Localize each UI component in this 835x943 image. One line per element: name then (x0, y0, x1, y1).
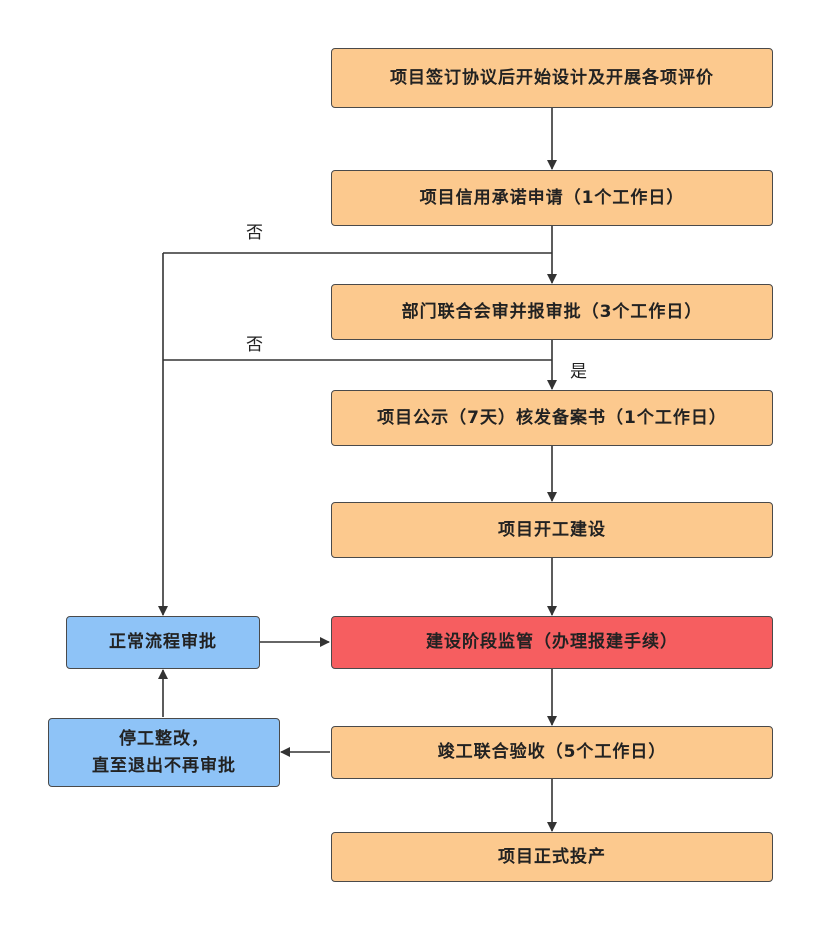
edge-label-no-2: 否 (246, 335, 263, 355)
edge-label-no-1: 否 (246, 223, 263, 243)
step-design-and-evaluation: 项目签订协议后开始设计及开展各项评价 (331, 48, 773, 108)
step-joint-review-and-approval: 部门联合会审并报审批（3个工作日） (331, 284, 773, 340)
step-publicity-and-filing: 项目公示（7天）核发备案书（1个工作日） (331, 390, 773, 446)
step-completion-acceptance: 竣工联合验收（5个工作日） (331, 726, 773, 779)
edge-label-yes: 是 (570, 362, 587, 382)
side-normal-approval: 正常流程审批 (66, 616, 260, 669)
step-construction-supervision: 建设阶段监管（办理报建手续） (331, 616, 773, 669)
step-construction-start: 项目开工建设 (331, 502, 773, 558)
step-official-production: 项目正式投产 (331, 832, 773, 882)
step-credit-commitment-application: 项目信用承诺申请（1个工作日） (331, 170, 773, 226)
side-stop-and-rectify: 停工整改， 直至退出不再审批 (48, 718, 280, 787)
